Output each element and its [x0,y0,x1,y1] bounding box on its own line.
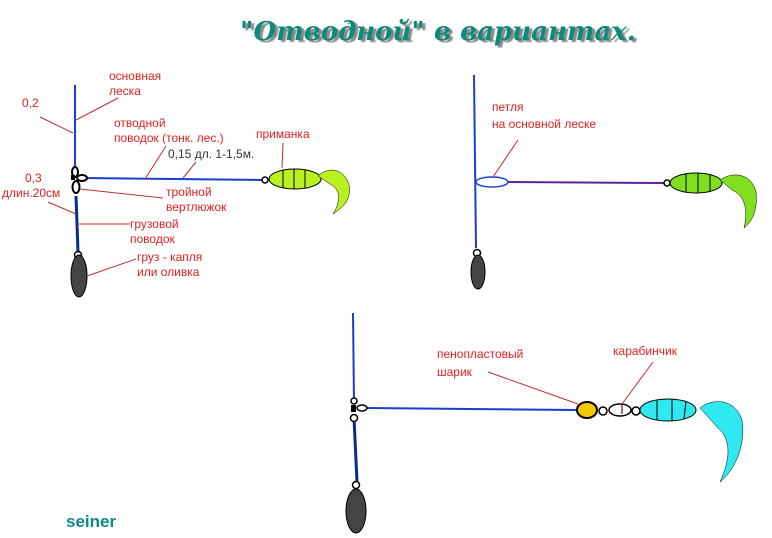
sinker-icon [470,254,486,290]
label-swivel-2: вертлюжок [166,200,227,214]
foam-ball-icon [576,401,598,419]
pointer-lines [39,97,284,277]
snap-ring-2 [631,406,641,416]
lure-ring [261,176,269,184]
lure-ring [663,179,671,187]
sinker-ring [351,480,361,490]
sinker-icon [345,488,367,534]
label-loop-2: на основной леске [492,117,596,131]
weight-leader-line [74,195,80,253]
loop-icon [475,176,509,188]
label-main-line-2: леска [109,84,141,98]
main-line [473,74,477,249]
page-title: "Отводной" в вариантах. [240,17,636,47]
label-weight-leader: грузовой [130,217,179,231]
label-weight-diameter: 0,3 [25,171,42,185]
label-foam-ball: пенопластовый [437,347,523,361]
leader-line [364,407,577,411]
swivel-ring-bottom [349,413,359,423]
leader-line [81,177,264,181]
swivel-ring-top [350,397,358,405]
lure-icon [639,398,744,483]
label-swivel: тройной [166,185,212,199]
swivel-ring-bottom [71,180,81,194]
label-weight-length: длин.20см [2,186,60,200]
leader-line [507,181,665,184]
snap-ring-1 [598,406,608,416]
swivel-body [71,175,75,180]
pointer-line-ball [487,371,579,405]
sinker-icon [70,254,88,298]
swivel-ring-right [76,174,88,182]
diagram-2: петля на основной леске [470,74,757,290]
main-line [352,312,355,403]
label-weight-leader-2: поводок [130,232,175,246]
pointer-line [492,139,519,178]
swivel-ring-right [356,404,368,412]
weight-leader-line [352,417,359,483]
label-sinker: груз - капля [137,250,202,264]
label-lure: приманка [256,127,310,141]
label-snap: карабинчик [613,344,678,358]
label-loop: петля [492,100,524,114]
label-leader: отводной [114,116,166,130]
label-leader-spec: 0,15 дл. 1-1,5м. [168,147,254,161]
label-sinker-2: или оливка [137,265,200,279]
author-signature: seiner [66,512,116,531]
label-leader-2: поводок (тонк. лес.) [114,131,224,145]
lure-icon [669,172,757,229]
label-main-line: основная [109,69,161,83]
label-foam-ball-2: шарик [437,365,473,379]
label-main-diameter: 0,2 [22,96,39,110]
lure-icon [268,168,350,215]
diagram-3: пенопластовый шарик карабинчик [345,312,744,534]
pointer-line-snap [621,361,654,405]
swivel-body [351,405,356,412]
snap-icon [608,403,632,417]
diagram-1: основная леска 0,2 отводной поводок (тон… [2,69,350,298]
